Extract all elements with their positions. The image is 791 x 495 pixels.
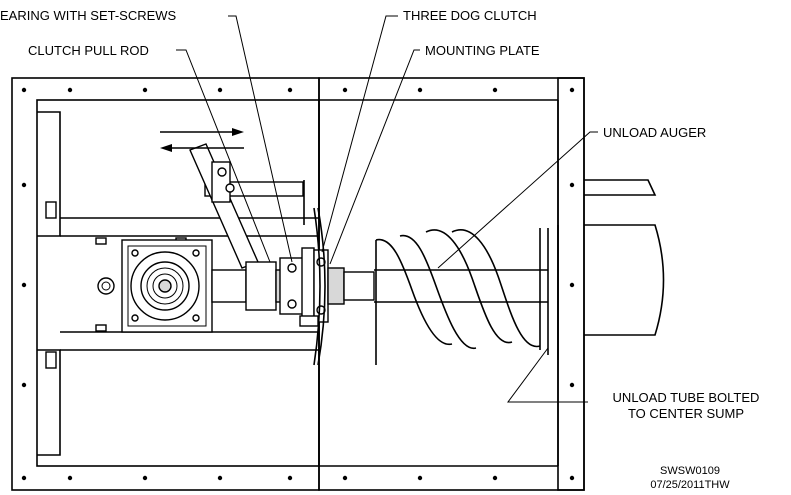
- leader-lines: [176, 15, 598, 403]
- bearing-and-clutch: [279, 247, 345, 327]
- clutch-linkage: [189, 143, 305, 269]
- direction-arrows: [160, 128, 244, 152]
- unload-auger: [343, 228, 548, 365]
- label-mounting-plate: MOUNTING PLATE: [425, 43, 540, 58]
- label-bearing: EARING WITH SET-SCREWS: [0, 8, 177, 23]
- label-unload-auger: UNLOAD AUGER: [603, 125, 706, 140]
- drawing-date-author: 07/25/2011THW: [650, 479, 730, 491]
- label-unload-tube-line1: UNLOAD TUBE BOLTED: [613, 390, 760, 405]
- label-clutch-pull-rod: CLUTCH PULL ROD: [28, 43, 149, 58]
- unload-tube: [547, 179, 665, 360]
- drawing-number: SWSW0109: [660, 465, 720, 477]
- label-three-dog-clutch: THREE DOG CLUTCH: [403, 8, 537, 23]
- mounting-plate: [313, 207, 326, 366]
- gearbox: [97, 239, 289, 333]
- label-unload-tube-line2: TO CENTER SUMP: [628, 406, 744, 421]
